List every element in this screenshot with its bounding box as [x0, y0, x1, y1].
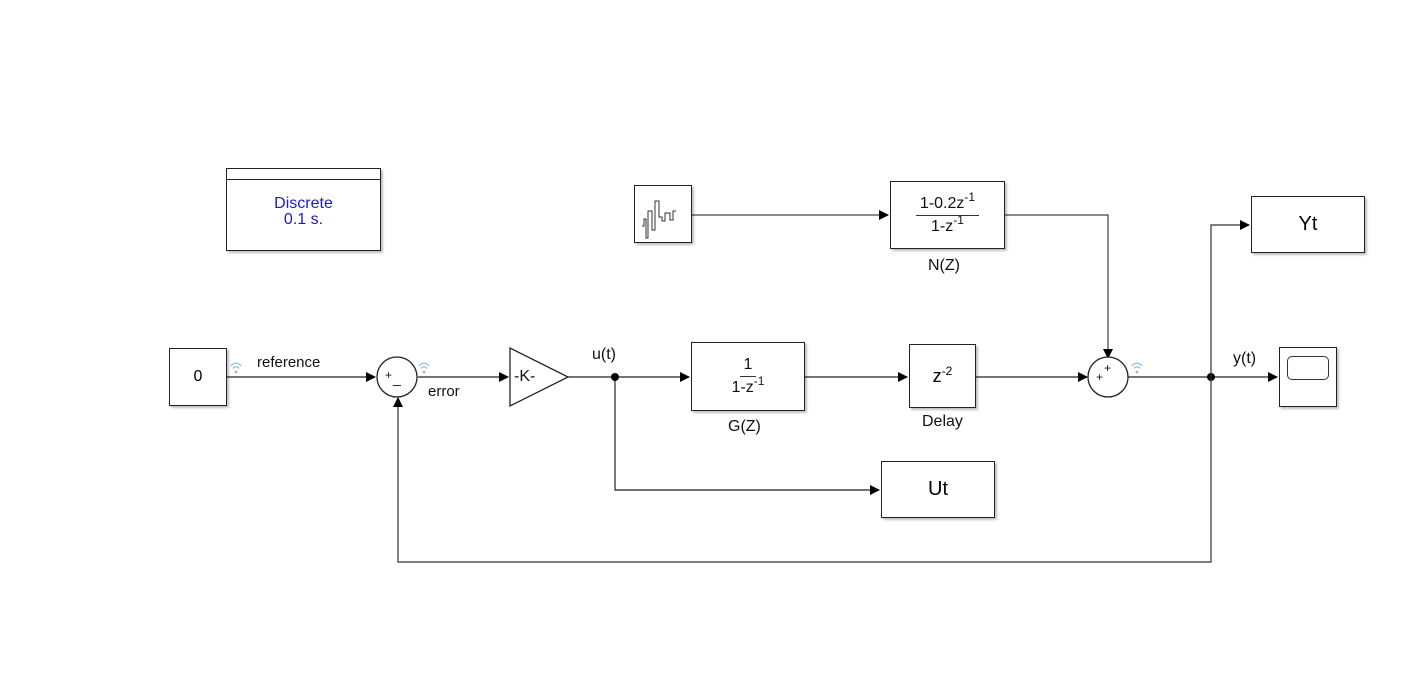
sum2-sign-top: +	[1104, 361, 1112, 375]
scope-block[interactable]	[1279, 347, 1337, 407]
delay-exponent: -2	[941, 363, 953, 378]
ut-label: Ut	[928, 478, 948, 500]
n-den-exponent: -1	[953, 212, 964, 227]
constant-block[interactable]: 0	[169, 348, 227, 406]
transfer-function-n[interactable]: 1-0.2z-1 1-z-1	[890, 181, 1005, 249]
signal-u-branch[interactable]	[614, 377, 880, 495]
g-denominator: 1-z	[731, 379, 754, 396]
yt-label: Yt	[1298, 213, 1318, 235]
sum-block-output[interactable]	[1087, 356, 1129, 398]
signal-feedback[interactable]	[393, 377, 1212, 563]
error-label: error	[428, 383, 460, 400]
discrete-label: Discrete	[274, 195, 333, 212]
signal-y-to-yt[interactable]	[1210, 220, 1250, 377]
y-label: y(t)	[1233, 350, 1257, 367]
signal-log-icon	[418, 362, 430, 374]
to-workspace-yt[interactable]: Yt	[1251, 196, 1365, 253]
n-numerator: 1-0.2z	[919, 194, 965, 212]
delay-block[interactable]: z-2	[909, 344, 976, 408]
sum-sign-plus: +	[385, 368, 393, 382]
g-name: G(Z)	[728, 418, 761, 435]
signal-n-out[interactable]	[1005, 214, 1113, 359]
g-numerator: 1	[739, 356, 757, 377]
n-num-exponent: -1	[964, 189, 976, 204]
scope-icon	[1287, 356, 1329, 380]
n-name: N(Z)	[928, 257, 960, 274]
signal-log-icon	[1131, 362, 1143, 374]
delay-name: Delay	[922, 413, 963, 430]
transfer-function-g[interactable]: 1 1-z-1	[691, 342, 805, 411]
sum-block-error[interactable]	[376, 356, 418, 398]
sum2-sign-left: +	[1096, 370, 1104, 384]
gain-label: -K-	[514, 368, 536, 385]
branch-point-u	[611, 373, 619, 381]
gain-block[interactable]	[509, 346, 570, 408]
powergui-discrete-block[interactable]: Discrete 0.1 s.	[226, 168, 381, 251]
random-number-source[interactable]	[634, 185, 692, 243]
sum-sign-minus: _	[393, 370, 401, 386]
reference-label: reference	[257, 354, 321, 371]
to-workspace-ut[interactable]: Ut	[881, 461, 995, 518]
n-denominator: 1-z	[931, 217, 954, 235]
delay-base: z	[932, 365, 942, 386]
block-divider	[227, 179, 380, 180]
g-den-exponent: -1	[753, 374, 765, 388]
signal-log-icon	[230, 362, 242, 374]
sample-time-label: 0.1 s.	[283, 211, 324, 228]
constant-value: 0	[193, 368, 203, 385]
random-number-source-icon	[642, 200, 676, 239]
u-label: u(t)	[592, 346, 616, 363]
